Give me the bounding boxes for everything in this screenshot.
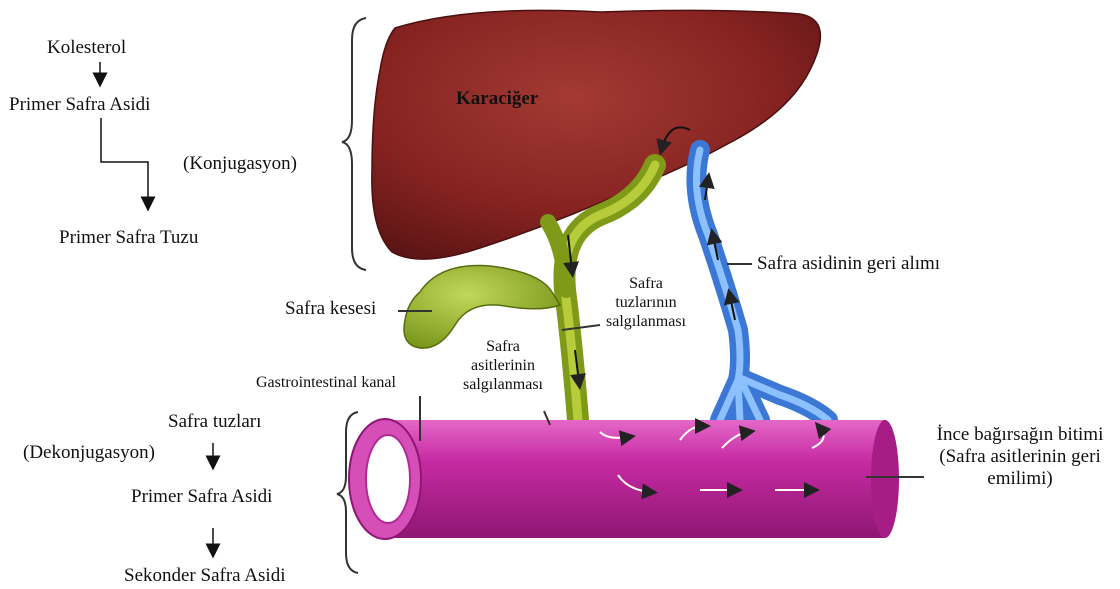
bile-acid-line3: salgılanması — [458, 375, 548, 394]
portal-vein — [696, 150, 828, 420]
pathway-bottom-step2: Primer Safra Asidi — [131, 486, 272, 508]
bile-salt-line3: salgılanması — [600, 312, 692, 331]
bile-acid-reuptake-label: Safra asidinin geri alımı — [757, 253, 940, 275]
gallbladder-label: Safra kesesi — [285, 298, 376, 320]
small-intestine — [385, 420, 885, 538]
gallbladder — [404, 266, 560, 349]
pathway-bottom-process: (Dekonjugasyon) — [23, 442, 155, 464]
pathway-top-process: (Konjugasyon) — [183, 153, 297, 175]
liver-label: Karaciğer — [456, 88, 538, 110]
ileum-end-line2: (Safra asitlerinin geri — [925, 446, 1115, 468]
bile-salt-line2: tuzlarının — [600, 293, 692, 312]
bile-acid-secretion-label: Safra asitlerinin salgılanması — [458, 337, 548, 394]
intestine-end-right — [871, 420, 899, 538]
liver-bracket — [342, 18, 366, 270]
ileum-end-line3: emilimi) — [925, 468, 1115, 490]
ileum-end-line1: İnce bağırsağın bitimi — [925, 424, 1115, 446]
pathway-arrows — [100, 62, 213, 551]
gi-tract-label: Gastrointestinal kanal — [256, 373, 396, 392]
pathway-top-step2: Primer Safra Asidi — [9, 94, 150, 116]
pathway-bottom-step3: Sekonder Safra Asidi — [124, 565, 285, 587]
ileum-end-label: İnce bağırsağın bitimi (Safra asitlerini… — [925, 424, 1115, 490]
bile-acid-line2: asitlerinin — [458, 356, 548, 375]
bile-salt-line1: Safra — [600, 274, 692, 293]
pathway-top-step1: Kolesterol — [47, 37, 126, 59]
bile-salt-secretion-label: Safra tuzlarının salgılanması — [600, 274, 692, 331]
pathway-top-step3: Primer Safra Tuzu — [59, 227, 198, 249]
pathway-bottom-step1: Safra tuzları — [168, 411, 261, 433]
bile-acid-line1: Safra — [458, 337, 548, 356]
